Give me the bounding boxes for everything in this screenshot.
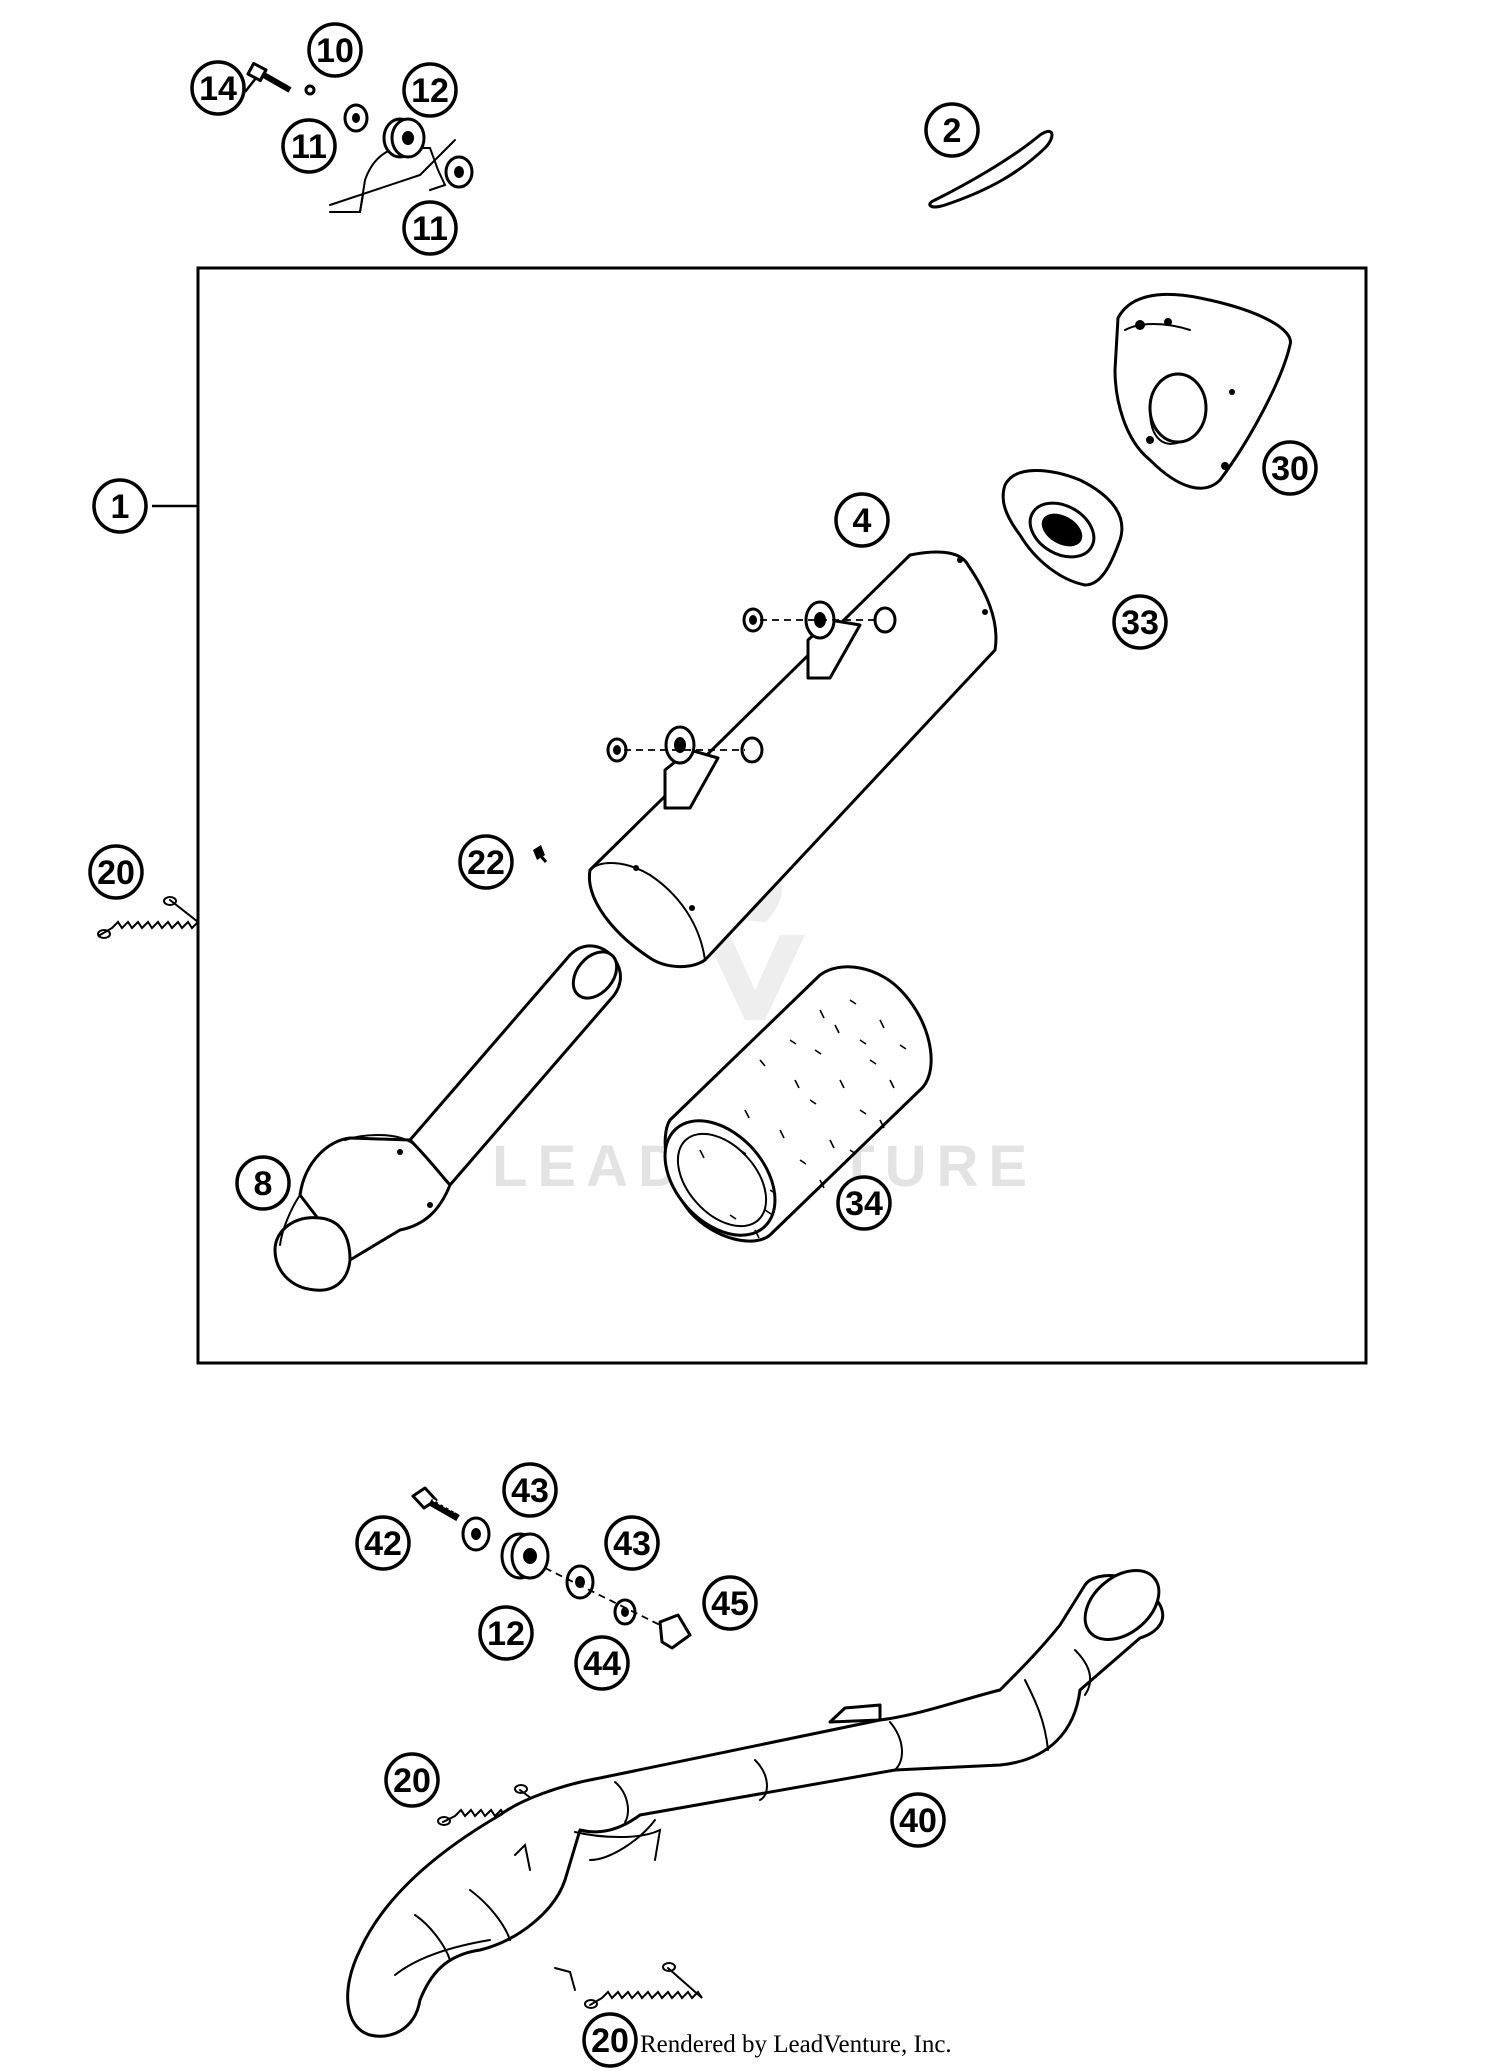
spring-20-bottom xyxy=(584,1962,703,2009)
lower-mount-hardware xyxy=(411,1486,692,1650)
svg-text:43: 43 xyxy=(511,1472,549,1510)
callout-44: 44 xyxy=(574,1635,630,1691)
part-8-core xyxy=(273,944,622,1292)
svg-text:4: 4 xyxy=(853,502,872,540)
svg-text:22: 22 xyxy=(467,844,505,882)
svg-text:11: 11 xyxy=(291,128,327,166)
part-34-packing xyxy=(663,965,933,1243)
callout-12-top: 12 xyxy=(402,62,458,118)
callout-11-bottom: 11 xyxy=(402,200,458,256)
callout-8: 8 xyxy=(235,1155,291,1211)
assembly-frame xyxy=(196,266,1368,1365)
callout-10: 10 xyxy=(307,22,363,78)
svg-text:20: 20 xyxy=(591,2022,629,2060)
svg-text:30: 30 xyxy=(1271,450,1309,488)
callout-43-right: 43 xyxy=(604,1515,660,1571)
svg-text:8: 8 xyxy=(254,1165,273,1203)
callout-4: 4 xyxy=(834,492,890,548)
packing-texture xyxy=(699,999,907,1239)
part-2-guard xyxy=(928,129,1054,209)
svg-text:43: 43 xyxy=(613,1525,651,1563)
callout-12-lower: 12 xyxy=(478,1605,534,1661)
callout-11-top: 11 xyxy=(281,118,337,174)
svg-text:20: 20 xyxy=(393,1762,431,1800)
callout-43-top: 43 xyxy=(502,1462,558,1518)
part-22-rivet xyxy=(533,845,548,863)
svg-text:1: 1 xyxy=(111,488,130,526)
callout-42: 42 xyxy=(355,1515,411,1571)
svg-text:11: 11 xyxy=(412,210,448,248)
callout-45: 45 xyxy=(702,1575,758,1631)
callout-20-bottom: 20 xyxy=(582,2012,638,2068)
svg-text:10: 10 xyxy=(316,32,354,70)
part-33-insert xyxy=(1001,469,1124,587)
svg-text:12: 12 xyxy=(487,1615,525,1653)
svg-text:45: 45 xyxy=(711,1585,749,1623)
svg-text:42: 42 xyxy=(364,1525,402,1563)
svg-text:33: 33 xyxy=(1121,604,1159,642)
credit-text: Rendered by LeadVenture, Inc. xyxy=(640,2031,952,2058)
svg-text:20: 20 xyxy=(97,854,135,892)
svg-text:2: 2 xyxy=(943,112,962,150)
part-30-end-cap xyxy=(1113,292,1292,490)
part-4-muffler xyxy=(587,550,998,968)
callout-2: 2 xyxy=(924,102,980,158)
svg-text:14: 14 xyxy=(199,70,237,108)
svg-text:44: 44 xyxy=(583,1645,621,1683)
callout-1: 1 xyxy=(92,478,148,534)
spring-20-left xyxy=(97,896,200,939)
callout-40: 40 xyxy=(890,1792,946,1848)
callout-20-middle: 20 xyxy=(384,1752,440,1808)
top-mount-hardware xyxy=(246,61,474,213)
bolt-14 xyxy=(246,61,292,93)
part-40-header-pipe xyxy=(346,1569,1164,2038)
callout-20-left: 20 xyxy=(88,844,144,900)
callout-30: 30 xyxy=(1262,440,1318,496)
svg-text:34: 34 xyxy=(845,1185,883,1223)
leader-14 xyxy=(244,77,257,93)
callout-34: 34 xyxy=(836,1175,892,1231)
callout-14: 14 xyxy=(190,60,246,116)
callout-22: 22 xyxy=(458,834,514,890)
svg-text:12: 12 xyxy=(411,72,449,110)
svg-text:40: 40 xyxy=(899,1802,937,1840)
callout-33: 33 xyxy=(1112,594,1168,650)
